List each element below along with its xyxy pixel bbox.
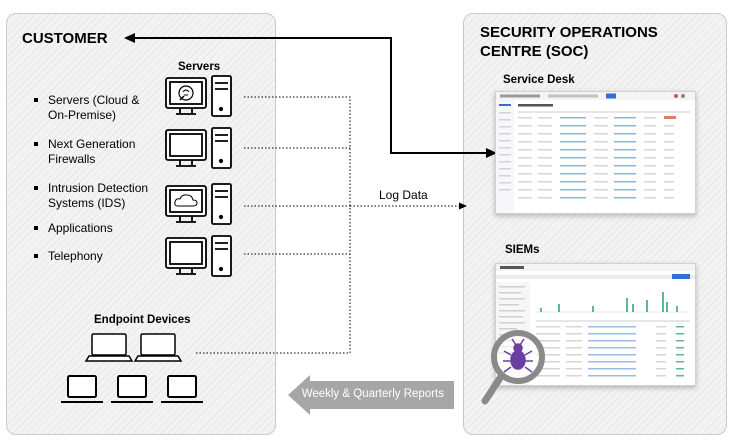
service-desk-screenshot: [495, 91, 696, 214]
list-item: Telephony: [34, 249, 178, 264]
soc-title: SECURITY OPERATIONS CENTRE (SOC): [480, 23, 710, 61]
ticket-flow-arrow: [124, 33, 497, 158]
servers-heading: Servers: [178, 61, 221, 73]
siems-label: SIEMs: [505, 244, 540, 256]
log-data-label: Log Data: [379, 188, 428, 202]
server-icon-1: [165, 75, 232, 117]
laptop-icon: [84, 333, 134, 362]
log-data-arrowhead: [459, 202, 467, 210]
laptop-icon: [111, 375, 153, 403]
magnifier-bug-icon: [481, 330, 545, 405]
reports-label: Weekly & Quarterly Reports: [301, 388, 444, 400]
service-desk-label: Service Desk: [503, 74, 575, 86]
server-icon-2: [165, 127, 232, 169]
reports-arrow: Weekly & Quarterly Reports: [288, 375, 454, 415]
soc-title-line2: CENTRE (SOC): [480, 43, 589, 60]
endpoint-devices-heading: Endpoint Devices: [94, 314, 191, 326]
cloud-server-icon: [165, 183, 232, 225]
laptop-icon: [133, 333, 183, 362]
customer-title: CUSTOMER: [22, 30, 108, 47]
laptop-icon: [161, 375, 203, 403]
list-item: Servers (Cloud &On-Premise): [34, 93, 178, 123]
laptop-icon: [61, 375, 103, 403]
list-item: Applications: [34, 221, 178, 236]
soc-title-line1: SECURITY OPERATIONS: [480, 24, 658, 41]
server-icon-4: [165, 235, 232, 277]
log-data-connectors: [196, 96, 460, 354]
